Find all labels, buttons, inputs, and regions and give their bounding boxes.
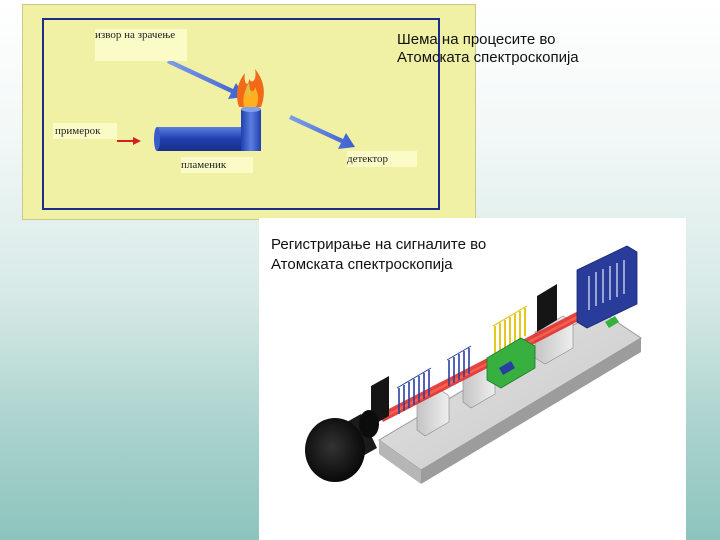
grating-yellow [492,305,528,354]
optical-bench [378,309,642,484]
flame-shape [237,69,264,107]
detector-label: детектор [347,151,417,167]
sample-holder-green [486,337,536,389]
signal-title-line2: Атомската спектроскопија [271,256,453,273]
detector-arrow [289,115,355,149]
slit-plate-middle [537,284,557,332]
diagram-frame [42,18,440,210]
radiation-source-label: извор на зрачење [95,29,187,61]
burner-label: пламеник [181,157,253,173]
scheme-title-line2: Атомската спектроскопија [397,49,579,66]
process-diagram-graphic [42,18,440,210]
signal-registration-panel: Регистрирање на сигналите во Атомската с… [259,218,686,540]
light-source-lamp [305,410,379,482]
process-diagram-panel: извор на зрачење Шема на процесите во Ат… [22,4,579,220]
grating-blue-2 [446,345,472,386]
sample-label: примерок [53,123,117,139]
detector-array [576,245,638,329]
radiation-arrow [167,59,245,99]
burner-shape [154,106,261,151]
scheme-title-line1: Шема на процесите во [397,31,556,48]
grating-blue-1 [396,367,432,414]
signal-title-line1: Регистрирање на сигналите во [271,236,487,253]
radiation-source-text: извор на зрачење [95,29,176,41]
spectrometer-illustration [305,245,642,484]
sample-arrow [117,137,141,145]
